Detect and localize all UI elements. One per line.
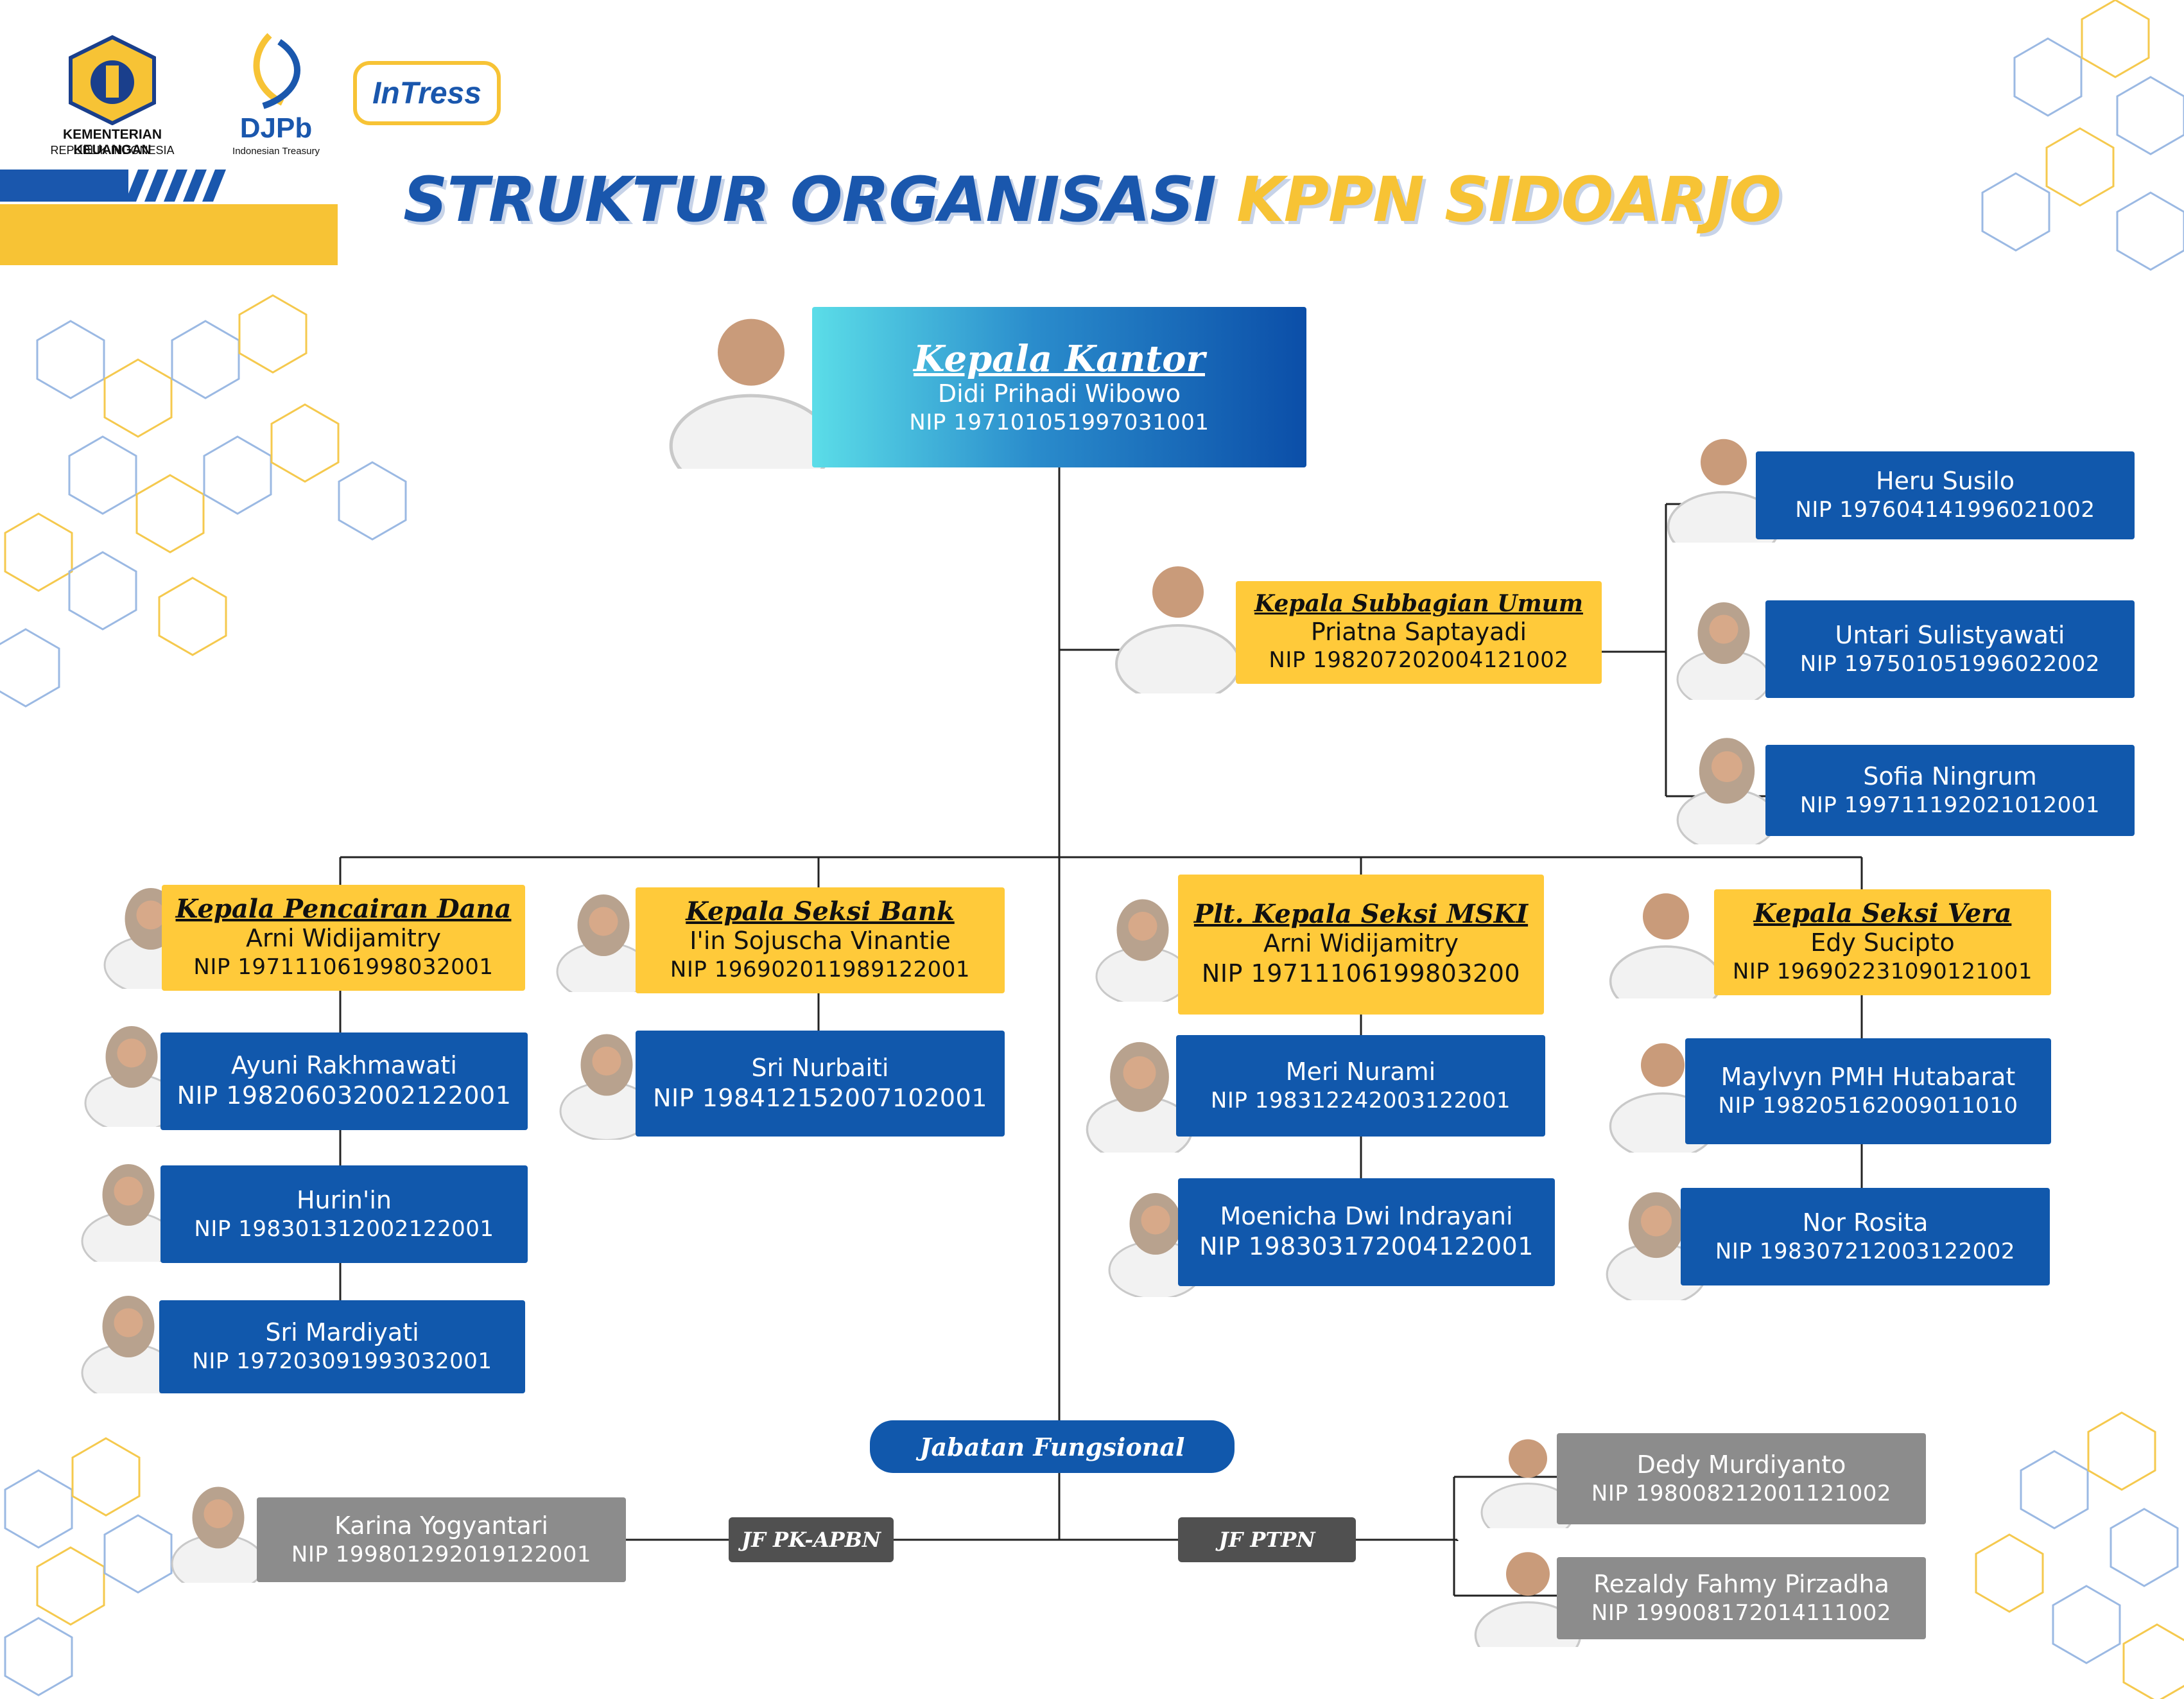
nip-umum-staff-3: NIP 199711192021012001 [1799,792,2101,818]
photo-umum-staff-2 [1676,601,1771,700]
box-vera-staff-2: Nor Rosita NIP 198307212003122002 [1681,1188,2050,1285]
intress-text: InTress [372,76,481,110]
djpb-sub: Indonesian Treasury [232,146,320,157]
name-kepala-seksi-mski: Arni Widijamitry [1263,929,1459,958]
nip-kepala-seksi-vera: NIP 196902231090121001 [1732,959,2033,985]
box-kasubbag-umum: Kepala Subbagian Umum Priatna Saptayadi … [1236,581,1602,684]
photo-jf-pk-apbn-staff-1 [171,1485,266,1583]
nip-kepala-seksi-bank: NIP 196902011989122001 [670,957,971,983]
photo-kasubbag-umum [1114,527,1242,693]
kemenkeu-emblem-icon [69,35,156,126]
hexagon-pattern-bottom-left [4,1437,173,1696]
name-jf-pk-apbn-staff-1: Karina Yogyantari [334,1511,548,1540]
label-jf-ptpn: JF PTPN [1178,1517,1356,1562]
nip-kepala-pencairan-dana: NIP 197111061998032001 [193,954,494,980]
title-part1: STRUKTUR ORGANISASI [403,164,1217,236]
name-kepala-seksi-bank: I'in Sojuscha Vinantie [689,927,951,955]
box-umum-staff-1: Heru Susilo NIP 197604141996021002 [1756,451,2135,539]
nip-umum-staff-1: NIP 197604141996021002 [1795,497,2095,523]
nip-pencairan-staff-2: NIP 198301312002122001 [194,1215,494,1242]
nip-jf-ptpn-staff-2: NIP 199008172014111002 [1591,1599,1892,1626]
name-jf-ptpn-staff-1: Dedy Murdiyanto [1636,1450,1846,1479]
box-umum-staff-3: Sofia Ningrum NIP 199711192021012001 [1765,745,2135,836]
box-kepala-pencairan-dana: Kepala Pencairan Dana Arni Widijamitry N… [162,885,525,991]
photo-umum-staff-3 [1676,710,1778,844]
name-jf-ptpn-staff-2: Rezaldy Fahmy Pirzadha [1593,1569,1889,1598]
role-kepala-pencairan-dana: Kepala Pencairan Dana [175,894,512,925]
box-pencairan-staff-3: Sri Mardiyati NIP 197203091993032001 [159,1300,525,1393]
djpb-logo: DJPb Indonesian Treasury [225,29,327,164]
name-pencairan-staff-2: Hurin'in [296,1185,392,1214]
photo-kepala-seksi-vera [1608,867,1724,998]
box-mski-staff-2: Moenicha Dwi Indrayani NIP 1983031720041… [1178,1178,1555,1286]
name-kepala-seksi-vera: Edy Sucipto [1810,928,1955,957]
box-kepala-seksi-vera: Kepala Seksi Vera Edy Sucipto NIP 196902… [1714,889,2051,995]
kemenkeu-line2: REPUBLIK INDONESIA [50,144,175,157]
title-part2: KPPN SIDOARJO [1236,164,1781,236]
box-pencairan-staff-2: Hurin'in NIP 198301312002122001 [160,1165,528,1263]
box-jf-ptpn-staff-1: Dedy Murdiyanto NIP 198008212001121002 [1557,1433,1926,1524]
header-stripes [0,170,338,265]
name-kepala-kantor: Didi Prihadi Wibowo [937,379,1181,408]
nip-bank-staff-1: NIP 198412152007102001 [653,1083,987,1112]
box-vera-staff-1: Maylvyn PMH Hutabarat NIP 19820516200901… [1685,1038,2051,1144]
hexagon-pattern-bottom-right [1975,1411,2184,1699]
role-kasubbag-umum: Kepala Subbagian Umum [1254,590,1583,618]
name-kasubbag-umum: Priatna Saptayadi [1310,617,1527,646]
nip-kepala-kantor: NIP 197101051997031001 [909,409,1209,435]
role-kepala-seksi-mski: Plt. Kepala Seksi MSKI [1193,899,1529,930]
name-bank-staff-1: Sri Nurbaiti [751,1053,889,1082]
nip-kepala-seksi-mski: NIP 19711106199803200 [1201,959,1521,988]
role-kepala-kantor: Kepala Kantor [914,337,1205,380]
box-umum-staff-2: Untari Sulistyawati NIP 1975010519960220… [1765,600,2135,698]
name-mski-staff-2: Moenicha Dwi Indrayani [1220,1202,1513,1231]
kemenkeu-logo: KEMENTERIAN KEUANGAN REPUBLIK INDONESIA [26,32,199,161]
box-kepala-seksi-bank: Kepala Seksi Bank I'in Sojuscha Vinantie… [636,887,1005,993]
label-jf-pk-apbn: JF PK-APBN [729,1517,894,1562]
name-kepala-pencairan-dana: Arni Widijamitry [245,924,442,953]
page-title: STRUKTUR ORGANISASI KPPN SIDOARJO [0,164,2184,236]
name-pencairan-staff-3: Sri Mardiyati [265,1318,419,1347]
nip-vera-staff-1: NIP 198205162009011010 [1718,1093,2018,1119]
box-pencairan-staff-1: Ayuni Rakhmawati NIP 198206032002122001 [160,1032,528,1130]
nip-pencairan-staff-3: NIP 197203091993032001 [192,1348,492,1375]
box-jf-ptpn-staff-2: Rezaldy Fahmy Pirzadha NIP 1990081720141… [1557,1557,1926,1639]
photo-kepala-kantor [668,283,835,469]
name-vera-staff-1: Maylvyn PMH Hutabarat [1720,1063,2016,1092]
djpb-text: DJPb [239,112,313,144]
name-vera-staff-2: Nor Rosita [1802,1208,1928,1237]
nip-pencairan-staff-1: NIP 198206032002122001 [177,1081,512,1110]
role-kepala-seksi-vera: Kepala Seksi Vera [1753,898,2012,929]
nip-mski-staff-2: NIP 198303172004122001 [1199,1232,1534,1261]
role-kepala-seksi-bank: Kepala Seksi Bank [686,896,955,927]
nip-kasubbag-umum: NIP 198207202004121002 [1269,647,1569,674]
box-kepala-kantor: Kepala Kantor Didi Prihadi Wibowo NIP 19… [812,307,1306,467]
box-bank-staff-1: Sri Nurbaiti NIP 198412152007102001 [636,1031,1005,1137]
nip-vera-staff-2: NIP 198307212003122002 [1715,1238,2016,1264]
name-umum-staff-1: Heru Susilo [1875,467,2015,496]
djpb-swoosh-icon [253,33,300,109]
hexagon-pattern-left [0,294,407,708]
name-pencairan-staff-1: Ayuni Rakhmawati [231,1051,457,1080]
box-mski-staff-1: Meri Nurami NIP 198312242003122001 [1176,1035,1545,1137]
name-mski-staff-1: Meri Nurami [1285,1057,1436,1086]
box-jf-pk-apbn-staff-1: Karina Yogyantari NIP 199801292019122001 [257,1497,626,1582]
name-umum-staff-2: Untari Sulistyawati [1835,620,2065,649]
nip-jf-ptpn-staff-1: NIP 198008212001121002 [1591,1480,1892,1506]
nip-jf-pk-apbn-staff-1: NIP 199801292019122001 [291,1541,592,1567]
photo-kepala-seksi-mski [1095,870,1191,1002]
intress-logo: InTress [353,61,501,125]
name-umum-staff-3: Sofia Ningrum [1863,762,2037,790]
kemenkeu-line1: KEMENTERIAN KEUANGAN [62,127,162,157]
nip-umum-staff-2: NIP 197501051996022002 [1799,650,2101,677]
nip-mski-staff-1: NIP 198312242003122001 [1210,1087,1511,1113]
box-kepala-seksi-mski: Plt. Kepala Seksi MSKI Arni Widijamitry … [1178,875,1544,1015]
label-jabatan-fungsional: Jabatan Fungsional [870,1420,1235,1473]
